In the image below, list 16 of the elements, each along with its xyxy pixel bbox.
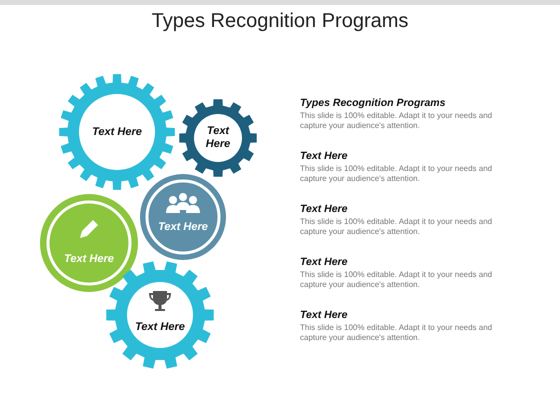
title: Types Recognition Programs bbox=[150, 10, 410, 33]
description-text: This slide is 100% editable. Adapt it to your needs and capture your audience's attention. bbox=[300, 323, 494, 343]
description-text: This slide is 100% editable. Adapt it to your needs and capture your audience's attention. bbox=[300, 217, 494, 237]
description-text: This slide is 100% editable. Adapt it to your needs and capture your audience's attention. bbox=[300, 270, 494, 290]
node-label: Text Here bbox=[204, 125, 232, 151]
section-heading: Text Here bbox=[300, 203, 348, 215]
node-label: Text Here bbox=[134, 321, 186, 334]
section-heading: Text Here bbox=[300, 256, 348, 268]
node-label: Text Here bbox=[157, 221, 209, 234]
section-heading: Types Recognition Programs bbox=[300, 97, 446, 109]
description-text: This slide is 100% editable. Adapt it to your needs and capture your audience's attention. bbox=[300, 164, 494, 184]
description-text: This slide is 100% editable. Adapt it to your needs and capture your audience's attention. bbox=[300, 111, 494, 131]
node-label: Text Here bbox=[91, 126, 143, 139]
section-heading: Text Here bbox=[300, 150, 348, 162]
node-label: Text Here bbox=[63, 253, 115, 266]
section-heading: Text Here bbox=[300, 309, 348, 321]
